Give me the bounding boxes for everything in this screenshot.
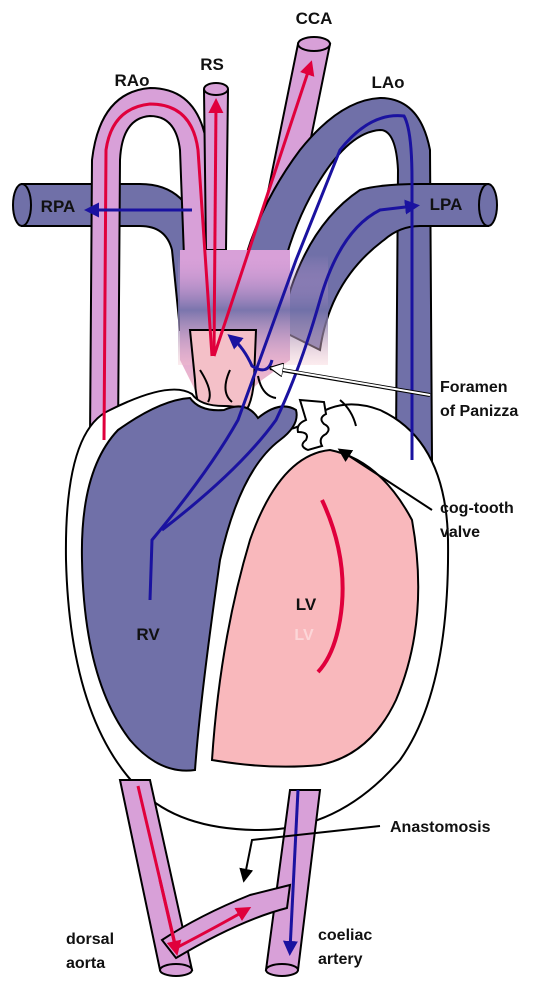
cca-label: CCA	[296, 9, 333, 28]
coeliac-label-line1: coeliac	[318, 927, 372, 944]
lv-faint-label: LV	[294, 627, 314, 644]
cogtooth-label-line2: valve	[440, 524, 480, 541]
rv-label: RV	[136, 625, 160, 644]
cogtooth-label-line1: cog-tooth	[440, 500, 514, 517]
foramen-label-line2: of Panizza	[440, 403, 518, 420]
lv-label: LV	[296, 595, 317, 614]
lao-label: LAo	[371, 73, 404, 92]
rs-label: RS	[200, 55, 224, 74]
rpa-label: RPA	[41, 197, 76, 216]
lpa-label: LPA	[430, 195, 463, 214]
dorsal-label-line2: aorta	[66, 955, 105, 972]
anastomosis-label: Anastomosis	[390, 819, 491, 836]
foramen-label-line1: Foramen	[440, 379, 508, 396]
dorsal-label-line1: dorsal	[66, 931, 114, 948]
rao-label: RAo	[115, 71, 150, 90]
coeliac-label-line2: artery	[318, 951, 363, 968]
outflow-trunk	[178, 250, 328, 420]
